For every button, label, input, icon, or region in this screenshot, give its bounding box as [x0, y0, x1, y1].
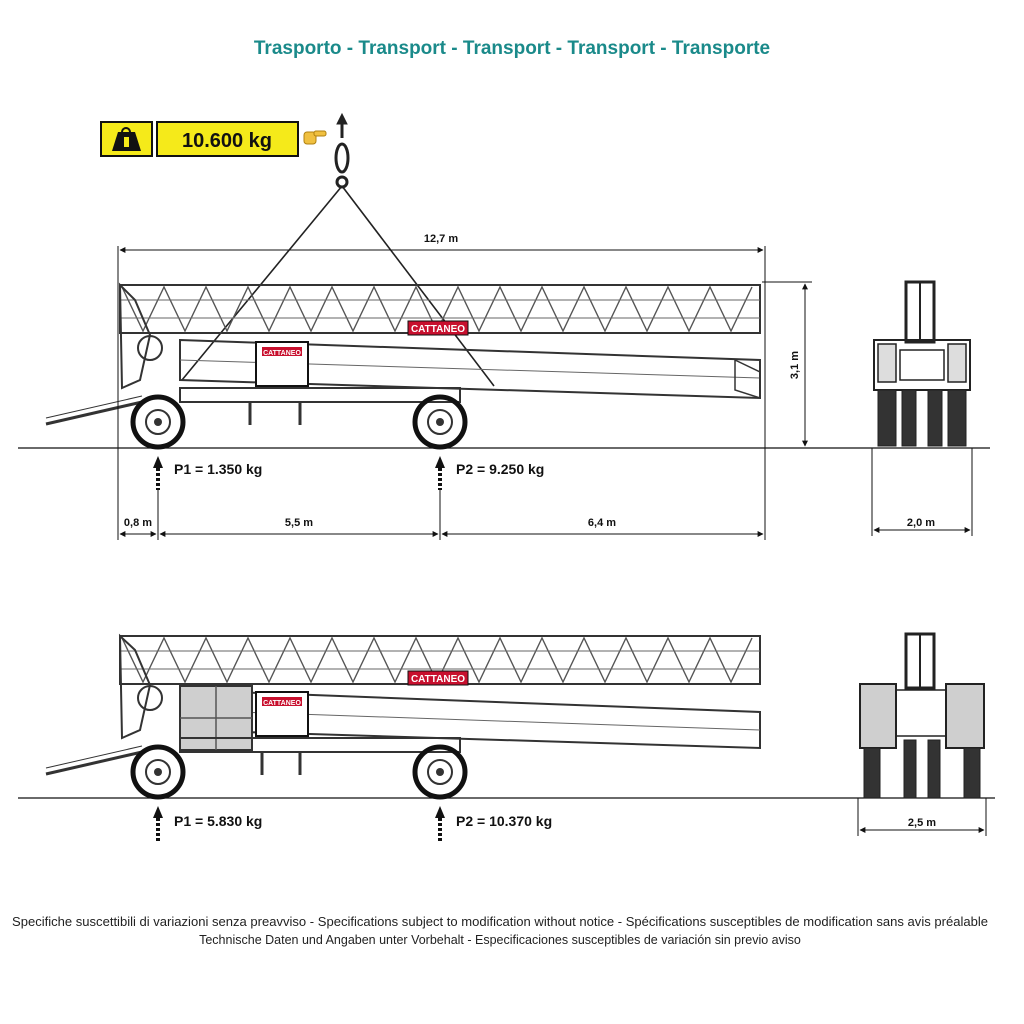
bottom-crane-side-view: CATTANEO CATTANEO — [18, 633, 995, 800]
p2-load-bottom: P2 = 10.370 kg — [456, 813, 552, 829]
cabin-logo-bottom: CATTANEO — [263, 700, 301, 707]
p2-load-top: P2 = 9.250 kg — [456, 461, 544, 477]
load-badge: 10.600 kg — [100, 121, 327, 157]
wheelbase-label: 5,5 m — [285, 517, 313, 529]
axle-arrow-p1-bottom — [153, 806, 163, 842]
overall-length-label: 12,7 m — [424, 233, 458, 245]
front-wheel-top — [130, 394, 186, 450]
page-title: Trasporto - Transport - Transport - Tran… — [254, 38, 770, 59]
cabin-logo: CATTANEO — [263, 350, 301, 357]
pointing-hand-icon — [303, 130, 327, 145]
height-label: 3,1 m — [789, 351, 801, 379]
rear-wheel-bottom — [412, 744, 468, 800]
svg-text:CATTANEO: CATTANEO — [411, 674, 465, 685]
top-dimensions — [117, 246, 812, 540]
width-label-top: 2,0 m — [907, 517, 935, 529]
svg-text:CATTANEO: CATTANEO — [411, 324, 465, 335]
bottom-crane-front-view — [859, 632, 985, 799]
load-weight: 10.600 kg — [182, 130, 272, 152]
p1-load-bottom: P1 = 5.830 kg — [174, 813, 262, 829]
weight-icon — [112, 127, 141, 151]
axle-arrow-p1-top — [153, 456, 163, 490]
weight-value-box — [156, 121, 299, 157]
rear-wheel-top — [412, 394, 468, 450]
footer-line-1: Specifiche suscettibili di variazioni se… — [12, 915, 988, 929]
brand-logo-top — [407, 320, 469, 336]
axle-arrow-p2-top — [435, 456, 445, 490]
sling-left — [181, 185, 343, 381]
front-width-dim-bottom — [857, 798, 987, 836]
front-overhang-label: 0,8 m — [124, 517, 152, 529]
p1-load-top: P1 = 1.350 kg — [174, 461, 262, 477]
footer-line-2: Technische Daten und Angaben unter Vorbe… — [199, 933, 801, 947]
front-width-dim-top — [871, 448, 973, 536]
top-crane-front-view — [873, 280, 971, 447]
brand-logo-bottom — [407, 670, 469, 686]
front-wheel-bottom — [130, 744, 186, 800]
width-label-bottom: 2,5 m — [908, 817, 936, 829]
rear-overhang-label: 6,4 m — [588, 517, 616, 529]
axle-arrow-p2-bottom — [435, 806, 445, 842]
top-crane-side-view: CATTANEO CATTANEO — [18, 282, 990, 450]
